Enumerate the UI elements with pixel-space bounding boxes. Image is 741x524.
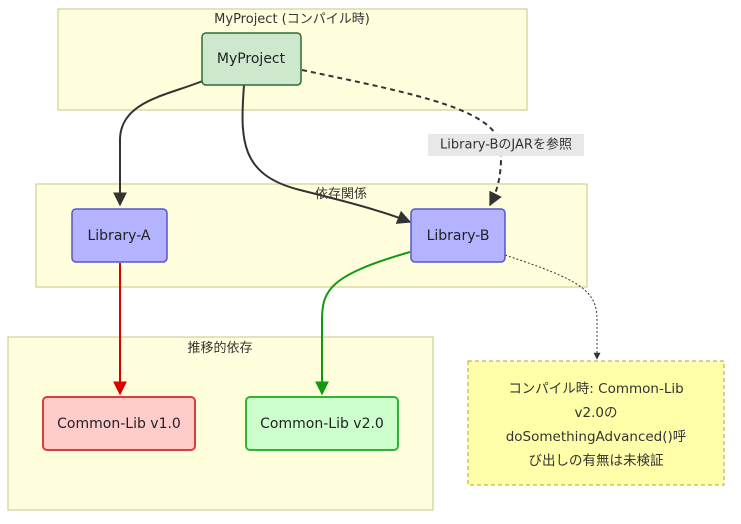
cluster-deps-title: 依存関係 xyxy=(315,187,367,202)
edge-myproject-to-library-a xyxy=(113,79,206,207)
node-common-v2-label: Common-Lib v2.0 xyxy=(260,416,384,432)
node-myproject-label: MyProject xyxy=(217,51,286,67)
cluster-compile: MyProject (コンパイル時) xyxy=(57,8,528,111)
note-compile-check: コンパイル時: Common-Lib v2.0の doSomethingAdva… xyxy=(467,360,725,486)
note-line-2: v2.0の xyxy=(575,405,618,421)
node-common-v2[interactable]: Common-Lib v2.0 xyxy=(245,396,399,451)
node-myproject[interactable]: MyProject xyxy=(201,32,302,86)
note-line-1: コンパイル時: Common-Lib xyxy=(508,381,683,397)
node-library-b-label: Library-B xyxy=(427,228,490,244)
cluster-compile-title: MyProject (コンパイル時) xyxy=(214,12,370,27)
node-library-a[interactable]: Library-A xyxy=(71,208,168,263)
node-common-v1[interactable]: Common-Lib v1.0 xyxy=(42,396,196,451)
note-line-4: び出しの有無は未検証 xyxy=(529,453,664,469)
cluster-transitive-title: 推移的依存 xyxy=(187,340,252,356)
edge-label-jar-text: Library-BのJARを参照 xyxy=(440,137,572,153)
node-common-v1-label: Common-Lib v1.0 xyxy=(57,416,181,432)
node-library-b[interactable]: Library-B xyxy=(410,208,506,263)
edge-library-b-to-note xyxy=(504,254,601,360)
edge-myproject-to-library-b-jar xyxy=(301,69,503,207)
note-line-3: doSomethingAdvanced()呼 xyxy=(506,429,687,445)
edge-label-jar: Library-BのJARを参照 xyxy=(428,134,584,156)
edge-library-b-to-common-v2 xyxy=(315,251,411,396)
node-library-a-label: Library-A xyxy=(87,228,150,244)
edge-myproject-to-library-b xyxy=(241,84,412,224)
